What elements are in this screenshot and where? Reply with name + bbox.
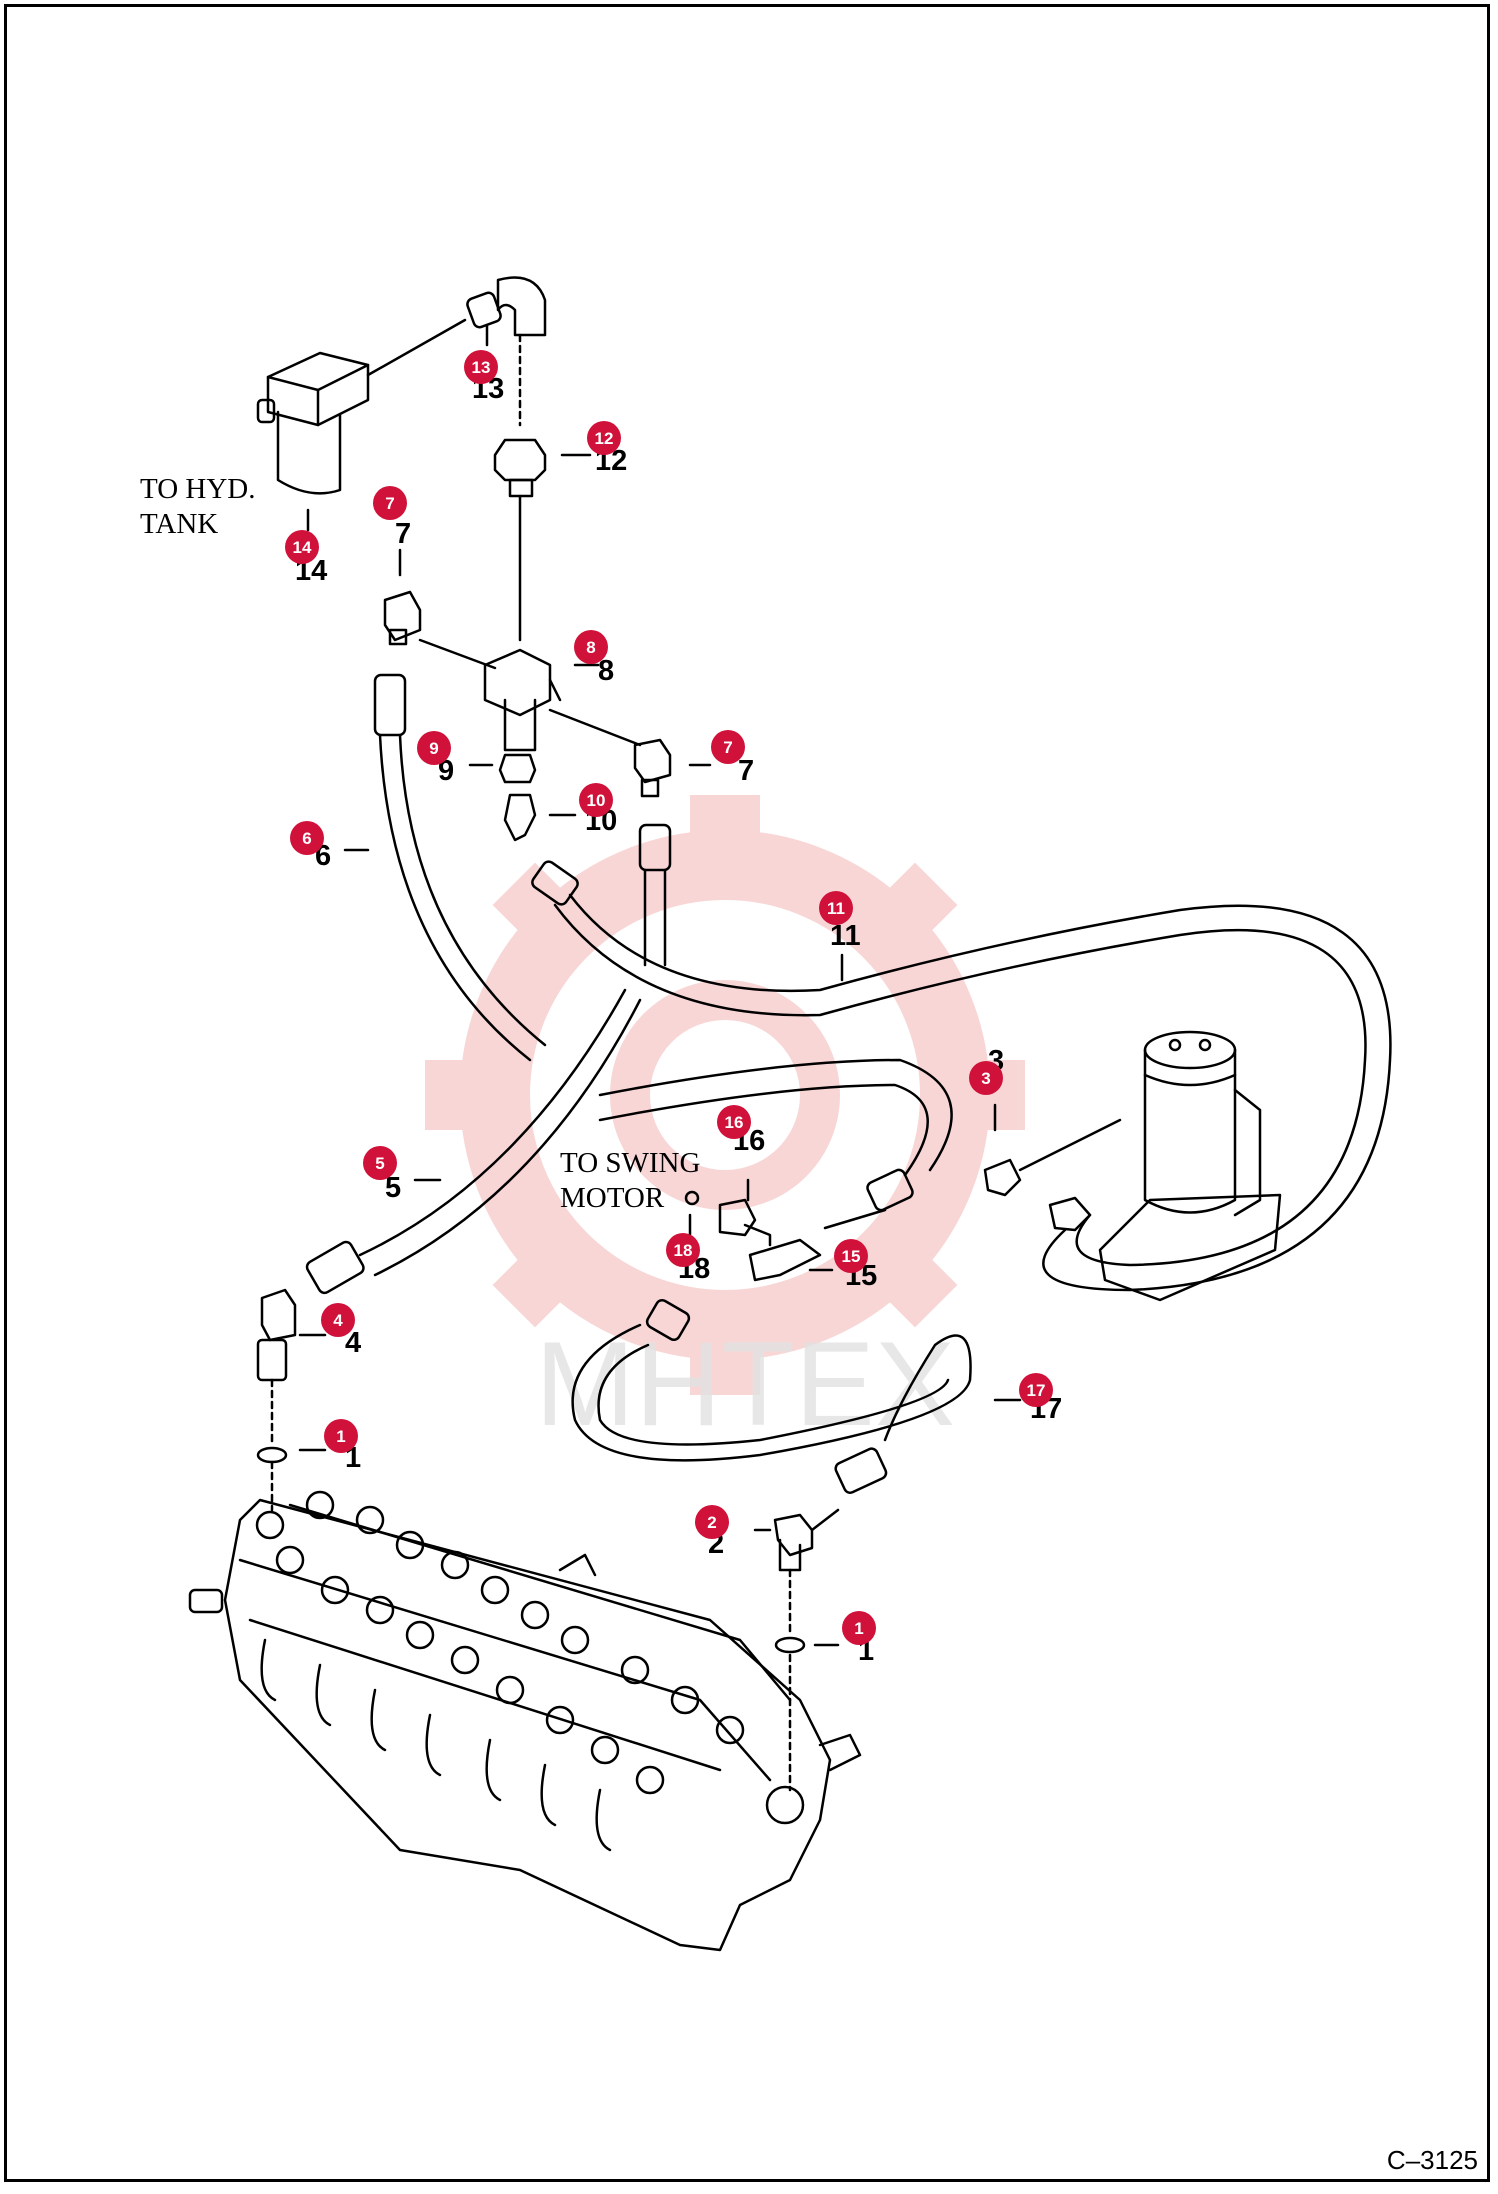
adapter-fitting-small <box>498 753 537 842</box>
elbow-fitting-left <box>383 590 422 646</box>
callout-4[interactable]: 4 4 <box>321 1303 361 1359</box>
hose-16 <box>598 1058 953 1230</box>
svg-text:3: 3 <box>981 1069 990 1088</box>
callout-11[interactable]: 11 11 <box>819 891 861 952</box>
svg-text:7: 7 <box>723 738 732 757</box>
elbow-fitting-4 <box>256 1288 297 1447</box>
svg-text:7: 7 <box>738 755 754 787</box>
callout-7a[interactable]: 7 7 <box>373 486 411 550</box>
swivel-joint <box>983 1030 1282 1302</box>
callout-3[interactable]: 3 3 <box>969 1045 1004 1095</box>
callout-17[interactable]: 17 17 <box>1019 1373 1062 1425</box>
svg-text:6: 6 <box>302 829 311 848</box>
callout-6[interactable]: 6 6 <box>290 821 331 872</box>
svg-text:1: 1 <box>854 1619 863 1638</box>
callout-15[interactable]: 15 15 <box>834 1239 877 1292</box>
leader-lines <box>298 323 1022 1647</box>
callout-10[interactable]: 10 10 <box>579 783 617 837</box>
svg-text:7: 7 <box>385 494 394 513</box>
o-ring-1-right <box>774 1636 806 1654</box>
drawing-code: C–3125 <box>1386 2145 1478 2175</box>
watermark-gear-icon <box>425 795 1025 1395</box>
svg-text:5: 5 <box>385 1172 401 1204</box>
note-to-hyd-tank-line1: TO HYD. <box>140 473 255 505</box>
svg-text:4: 4 <box>345 1327 361 1359</box>
elbow-fitting <box>466 276 547 427</box>
svg-text:9: 9 <box>429 739 438 758</box>
svg-text:9: 9 <box>438 755 454 787</box>
svg-text:17: 17 <box>1027 1381 1046 1400</box>
tee-fitting <box>418 638 642 752</box>
svg-text:8: 8 <box>598 655 614 687</box>
watermark-text: MHTEX <box>535 1317 955 1451</box>
o-ring-1-left <box>256 1446 288 1464</box>
hose-5 <box>305 988 642 1295</box>
callout-14[interactable]: 14 14 <box>285 530 327 587</box>
svg-text:14: 14 <box>293 538 312 557</box>
callout-18[interactable]: 18 18 <box>666 1233 710 1285</box>
callout-1b[interactable]: 1 1 <box>842 1611 876 1667</box>
callout-2[interactable]: 2 2 <box>695 1505 729 1560</box>
svg-text:12: 12 <box>595 429 614 448</box>
svg-text:15: 15 <box>842 1247 861 1266</box>
svg-text:8: 8 <box>586 638 595 657</box>
hose-7-drop <box>638 823 672 967</box>
hose-17 <box>571 1298 972 1494</box>
svg-text:16: 16 <box>725 1113 744 1132</box>
callout-12[interactable]: 12 12 <box>587 421 627 477</box>
drawing-frame <box>4 4 1490 2182</box>
callout-13[interactable]: 13 13 <box>464 350 504 405</box>
note-to-hyd-tank-line2: TANK <box>140 508 218 540</box>
elbow-fitting-right <box>633 738 672 798</box>
note-to-swing-motor-line1: TO SWING <box>560 1147 700 1179</box>
svg-text:10: 10 <box>587 791 606 810</box>
swing-motor-fittings <box>684 1190 822 1282</box>
callout-5[interactable]: 5 5 <box>363 1146 401 1204</box>
callout-8[interactable]: 8 8 <box>574 630 614 687</box>
svg-text:5: 5 <box>375 1154 384 1173</box>
adapter-fitting <box>493 438 547 642</box>
callout-7b[interactable]: 7 7 <box>711 730 754 787</box>
svg-text:4: 4 <box>333 1311 343 1330</box>
callout-1a[interactable]: 1 1 <box>324 1419 361 1474</box>
svg-text:2: 2 <box>707 1513 716 1532</box>
hose-6 <box>373 673 547 1062</box>
svg-text:18: 18 <box>674 1241 693 1260</box>
callout-9[interactable]: 9 9 <box>417 731 454 787</box>
control-valve-bank <box>188 1490 862 1952</box>
svg-text:13: 13 <box>472 358 491 377</box>
svg-text:7: 7 <box>395 518 411 550</box>
hydraulic-filter <box>256 318 467 495</box>
elbow-fitting-2 <box>773 1508 840 1637</box>
svg-text:1: 1 <box>336 1427 345 1446</box>
note-to-swing-motor-line2: MOTOR <box>560 1182 665 1214</box>
svg-text:11: 11 <box>830 920 861 952</box>
callout-16[interactable]: 16 16 <box>717 1105 765 1157</box>
svg-text:11: 11 <box>827 899 845 918</box>
